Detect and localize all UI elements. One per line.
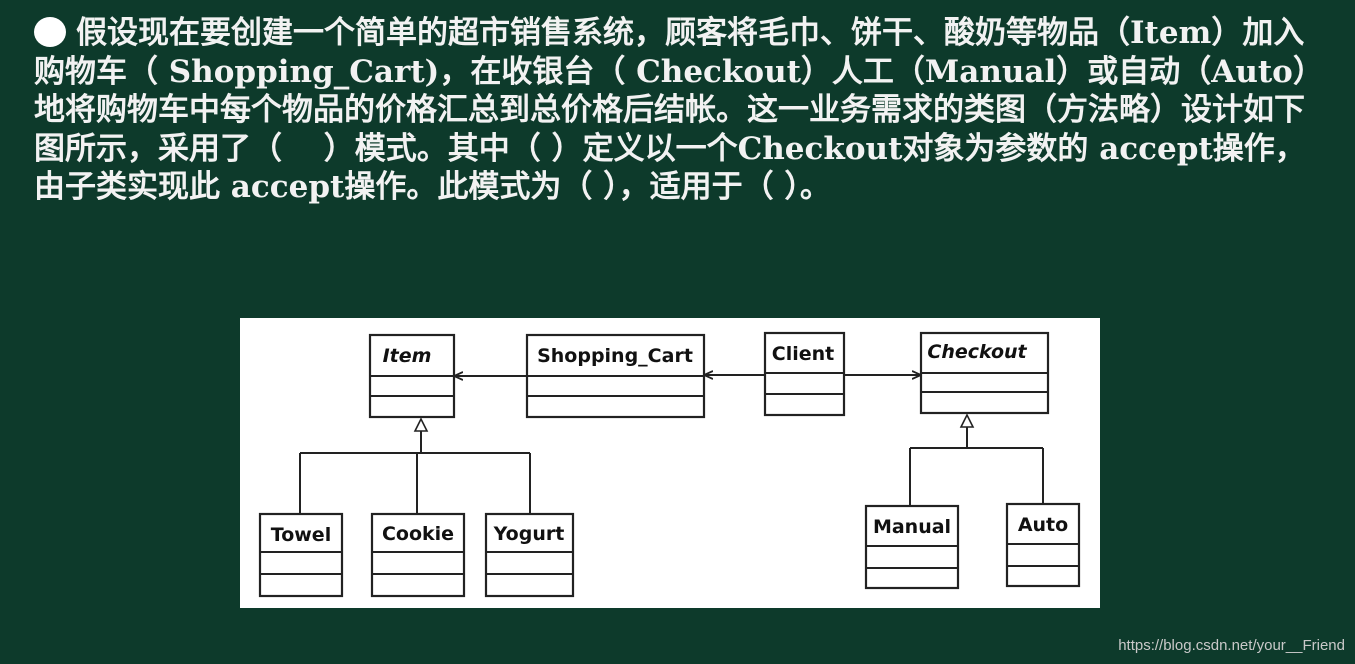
class-checkout-name: Checkout xyxy=(927,341,1027,363)
class-towel: Towel xyxy=(258,512,344,598)
class-checkout: Checkout xyxy=(919,331,1050,415)
class-diagram-svg: Item Shopping_Cart Client Checkout xyxy=(258,331,1081,598)
class-yogurt: Yogurt xyxy=(484,512,575,598)
class-item-name: Item xyxy=(383,345,432,367)
generalization-item xyxy=(299,417,531,514)
generalization-checkout xyxy=(909,413,1044,506)
class-cookie: Cookie xyxy=(370,512,466,598)
bullet-icon xyxy=(34,17,66,47)
class-shopping-cart: Shopping_Cart xyxy=(525,333,706,419)
class-auto-name: Auto xyxy=(1018,514,1068,536)
question-text: 假设现在要创建一个简单的超市销售系统，顾客将毛巾、饼干、酸奶等物品（Item）加… xyxy=(34,15,1324,205)
watermark-url: https://blog.csdn.net/your__Friend xyxy=(1118,637,1345,654)
class-client-name: Client xyxy=(772,343,834,365)
class-diagram: Item Shopping_Cart Client Checkout xyxy=(240,318,1100,608)
class-auto: Auto xyxy=(1005,502,1081,588)
question-text-block: 假设现在要创建一个简单的超市销售系统，顾客将毛巾、饼干、酸奶等物品（Item）加… xyxy=(34,14,1334,207)
class-item: Item xyxy=(368,333,456,419)
class-manual: Manual xyxy=(864,504,960,590)
class-manual-name: Manual xyxy=(873,516,951,538)
class-towel-name: Towel xyxy=(271,524,331,546)
class-shopping-cart-name: Shopping_Cart xyxy=(537,345,693,367)
class-client: Client xyxy=(763,331,846,417)
class-cookie-name: Cookie xyxy=(382,523,454,545)
class-yogurt-name: Yogurt xyxy=(493,523,565,545)
